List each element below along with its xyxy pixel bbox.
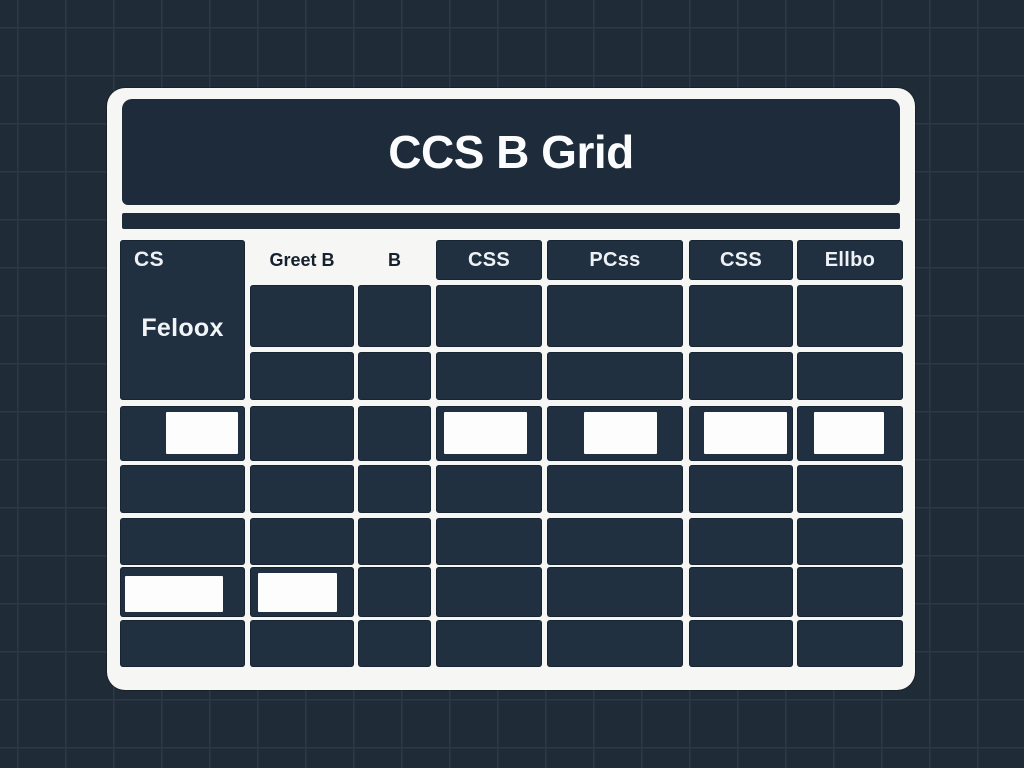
grid-cell	[250, 285, 354, 347]
grid-cell	[797, 406, 903, 461]
grid-cell	[797, 518, 903, 565]
grid-cell	[358, 567, 431, 617]
first-column-body-label: Feloox	[141, 314, 224, 342]
grid-cell	[797, 620, 903, 667]
grid-cell	[250, 406, 354, 461]
grid-cell	[689, 285, 793, 347]
grid-cell	[797, 352, 903, 400]
grid-cell	[120, 406, 245, 461]
grid-cell	[358, 620, 431, 667]
grid-cell	[797, 465, 903, 513]
column-header-b-label: B	[388, 249, 401, 270]
grid-cell	[547, 518, 683, 565]
grid-cell	[797, 567, 903, 617]
column-header-ellbo-label: Ellbo	[824, 248, 876, 271]
grid-cell	[250, 567, 354, 617]
grid-cell	[250, 518, 354, 565]
cell-highlight	[444, 411, 528, 455]
grid-cell	[250, 620, 354, 667]
column-header-b: B	[358, 240, 431, 280]
grid-cell	[547, 285, 683, 347]
column-header-css-1: CSS	[436, 240, 542, 280]
grid-cell	[436, 352, 542, 400]
cell-highlight	[583, 411, 658, 454]
grid-cell	[436, 620, 542, 667]
grid-cell	[120, 465, 245, 513]
grid-cell	[436, 406, 542, 461]
grid-cell	[547, 620, 683, 667]
grid-cell	[797, 285, 903, 347]
cell-highlight	[166, 411, 238, 455]
grid-cell	[358, 465, 431, 513]
column-header-greet-b: Greet B	[250, 240, 354, 280]
grid-cell	[547, 567, 683, 617]
cell-highlight	[813, 411, 884, 455]
column-header-css-2-label: CSS	[719, 248, 763, 271]
column-header-greet-b-label: Greet B	[269, 249, 335, 270]
grid-cell	[547, 352, 683, 400]
cell-highlight	[703, 411, 787, 455]
grid-cell	[120, 620, 245, 667]
grid-cell	[436, 285, 542, 347]
first-column-header-label: CS	[134, 248, 165, 271]
grid-cell	[358, 406, 431, 461]
grid-cell	[250, 352, 354, 400]
grid-cell	[250, 465, 354, 513]
grid-cell	[689, 465, 793, 513]
grid-cell	[689, 406, 793, 461]
grid-panel: CCS B Grid CS Feloox Greet B B CSS PCss	[107, 88, 915, 690]
divider-strip	[122, 213, 900, 229]
grid-cell	[689, 620, 793, 667]
column-header-pcss: PCss	[547, 240, 683, 280]
grid-cell	[358, 285, 431, 347]
column-header-css-1-label: CSS	[467, 248, 511, 271]
grid-cell	[689, 518, 793, 565]
cell-highlight	[258, 573, 338, 612]
grid-cell	[689, 567, 793, 617]
column-header-pcss-label: PCss	[589, 248, 641, 271]
column-header-css-2: CSS	[689, 240, 793, 280]
column-header-ellbo: Ellbo	[797, 240, 903, 280]
title-bar: CCS B Grid	[122, 99, 900, 205]
grid-cell	[120, 567, 245, 617]
grid-cell	[547, 465, 683, 513]
grid-cell	[358, 518, 431, 565]
grid-cell	[436, 518, 542, 565]
grid-cell	[436, 465, 542, 513]
grid-cell	[120, 518, 245, 565]
grid-cell	[689, 352, 793, 400]
grid-cell	[547, 406, 683, 461]
grid-cell	[436, 567, 542, 617]
page-title: CCS B Grid	[388, 126, 634, 178]
cell-highlight	[125, 576, 223, 612]
grid-cell	[358, 352, 431, 400]
first-column-cell: CS Feloox	[120, 240, 245, 400]
